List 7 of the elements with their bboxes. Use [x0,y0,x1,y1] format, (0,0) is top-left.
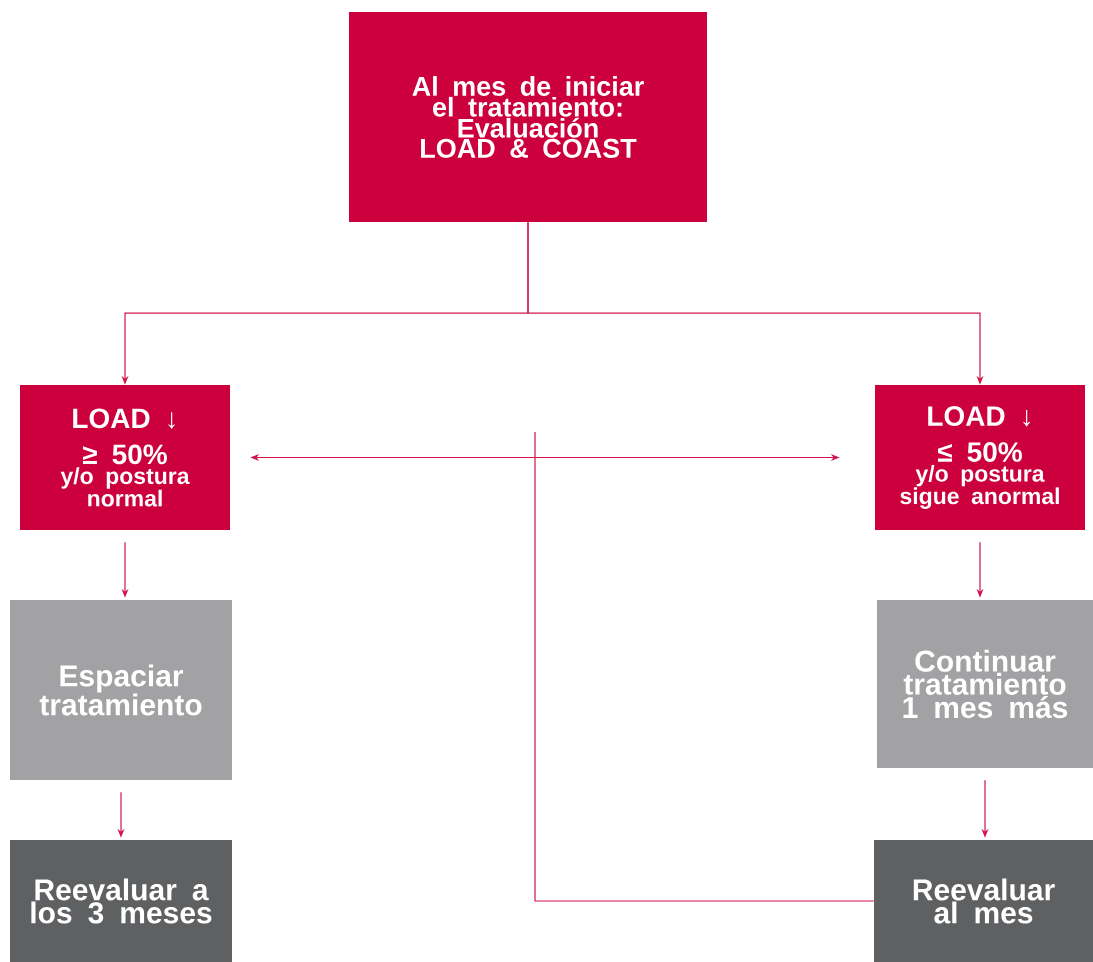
decision-box: LOAD ↓ ≥ 50% y/o postura normal [20,385,230,530]
result-box: Reevaluar al mes [874,840,1093,962]
result-box: Reevaluar a los 3 meses [10,840,232,962]
process-box: Al mes de iniciar el tratamiento: Evaluación LOAD & COAST [349,12,707,222]
action-box: Espaciar tratamiento [10,600,232,780]
decision-box: LOAD ↓ ≤ 50% y/o postura sigue anormal [875,385,1085,530]
action-box: Continuar tratamiento 1 mes más [877,600,1093,768]
